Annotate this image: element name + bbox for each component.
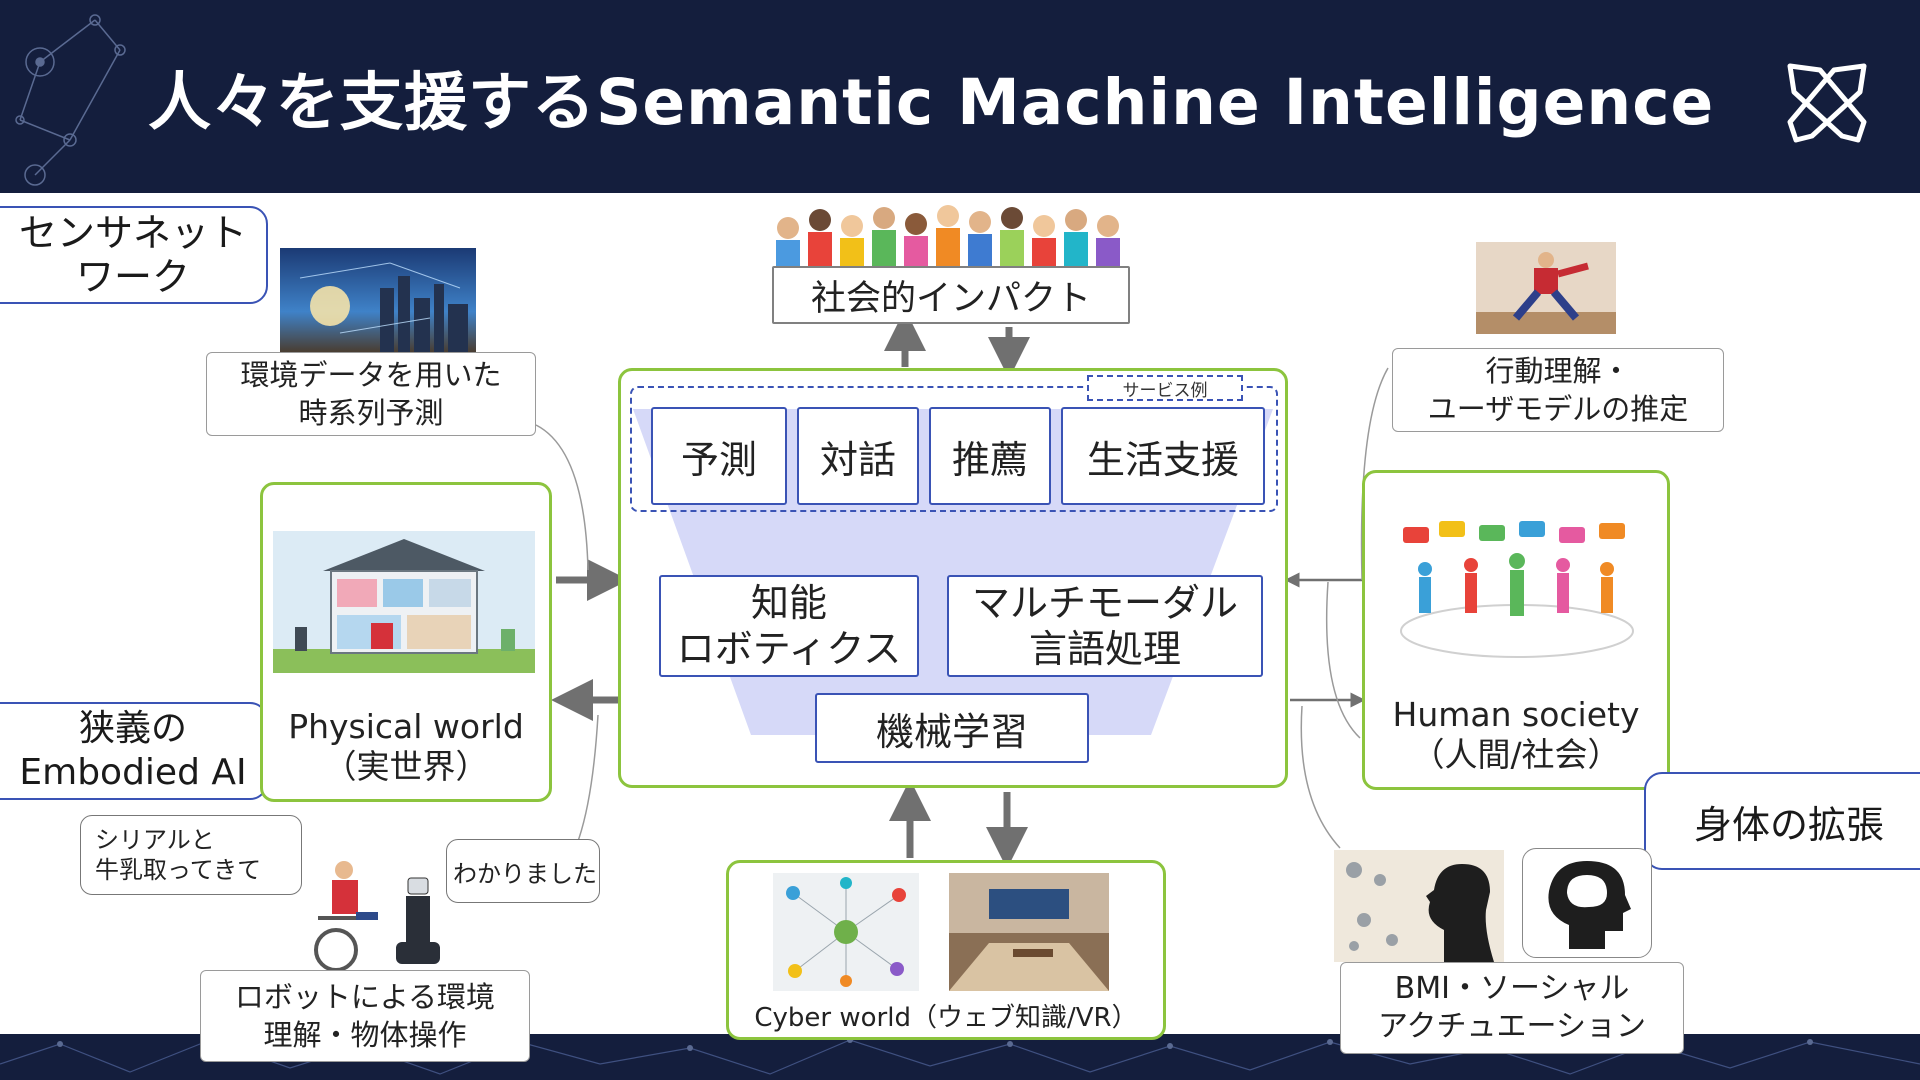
human-society-box: Human society （人間/社会） bbox=[1362, 470, 1670, 790]
vr-room-photo bbox=[949, 873, 1109, 991]
human-society-caption: Human society （人間/社会） bbox=[1392, 695, 1640, 774]
network-graph-icon bbox=[773, 873, 919, 991]
machine-learning-box: 機械学習 bbox=[815, 693, 1089, 763]
request-bubble: シリアルと 牛乳取ってきて bbox=[80, 815, 302, 895]
house-photo bbox=[273, 531, 535, 673]
city-network-photo bbox=[280, 248, 476, 354]
service-prediction: 予測 bbox=[651, 407, 787, 505]
network-decoration bbox=[15, 14, 126, 186]
physical-world-box: Physical world （実世界） bbox=[260, 482, 552, 802]
head-brain-icon bbox=[1548, 861, 1631, 949]
service-life-support: 生活支援 bbox=[1061, 407, 1265, 505]
narrow-ai-callout: 狭義の Embodied AI bbox=[0, 702, 268, 800]
cyber-world-box: Cyber world（ウェブ知識/VR） bbox=[726, 860, 1166, 1040]
robot-caption: ロボットによる環境 理解・物体操作 bbox=[200, 970, 530, 1062]
logo-icon bbox=[1787, 63, 1867, 143]
martial-arts-photo bbox=[1476, 242, 1616, 334]
cyber-world-caption: Cyber world（ウェブ知識/VR） bbox=[754, 1003, 1138, 1033]
thought-bubble bbox=[1522, 848, 1652, 958]
body-extension-callout: 身体の拡張 bbox=[1644, 772, 1920, 870]
header-bar: 人々を支援するSemantic Machine Intelligence bbox=[0, 0, 1920, 193]
intelligent-robotics-box: 知能 ロボティクス bbox=[659, 575, 919, 677]
service-examples-label: サービス例 bbox=[1087, 375, 1243, 401]
service-examples-group bbox=[630, 386, 1278, 512]
timeseries-caption: 環境データを用いた 時系列予測 bbox=[206, 352, 536, 436]
behavior-caption: 行動理解・ ユーザモデルの推定 bbox=[1392, 348, 1724, 432]
multimodal-nlp-box: マルチモーダル 言語処理 bbox=[947, 575, 1263, 677]
center-framework-box: サービス例 予測 対話 推薦 生活支援 知能 ロボティクス マルチモーダル 言語… bbox=[618, 368, 1288, 788]
speech-people-icon bbox=[1400, 521, 1634, 658]
service-dialogue: 対話 bbox=[797, 407, 919, 505]
wheelchair-robot-icon bbox=[314, 861, 440, 972]
social-impact-caption: 社会的インパクト bbox=[772, 266, 1130, 324]
reply-bubble: わかりました bbox=[446, 839, 600, 903]
service-recommendation: 推薦 bbox=[929, 407, 1051, 505]
physical-world-caption: Physical world （実世界） bbox=[288, 707, 524, 786]
sensor-network-callout: センサネット ワーク bbox=[0, 206, 268, 304]
bmi-caption: BMI・ソーシャル アクチュエーション bbox=[1340, 962, 1684, 1054]
bmi-silhouette-icon bbox=[1334, 850, 1504, 962]
page-title: 人々を支援するSemantic Machine Intelligence bbox=[148, 66, 1715, 139]
